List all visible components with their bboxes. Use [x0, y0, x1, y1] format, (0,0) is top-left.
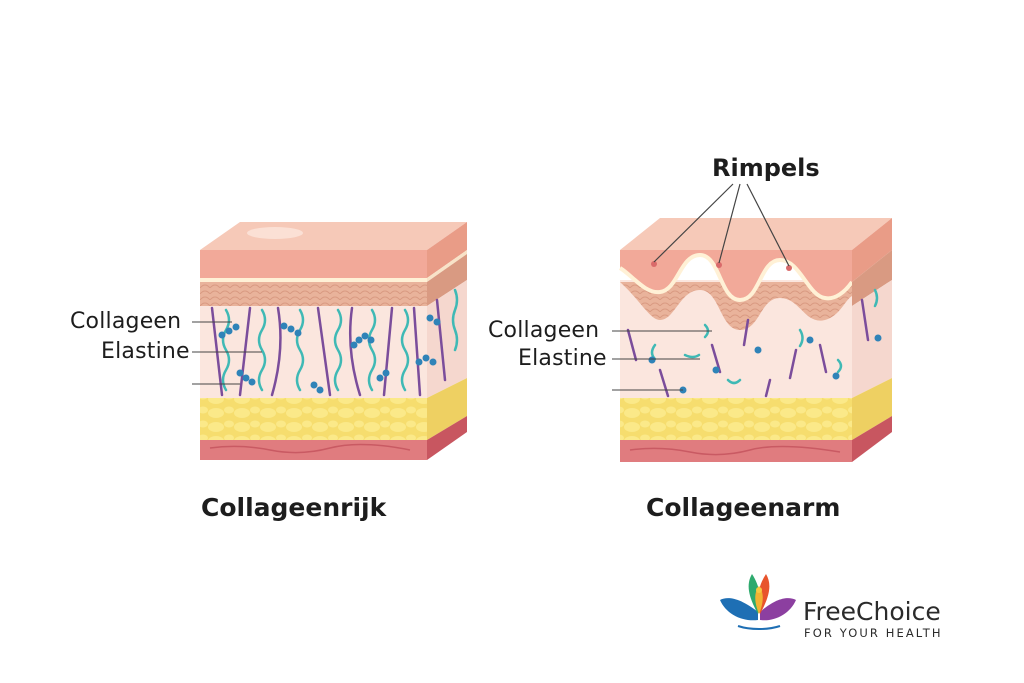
- skin-block-poor: [612, 183, 892, 462]
- epidermis-layer: [620, 250, 852, 300]
- caption-collagen-poor: Collageenarm: [646, 493, 841, 522]
- skin-block-rich: [192, 222, 467, 460]
- collagen-label-rich: Collageen: [70, 309, 182, 334]
- basal-layer: [620, 282, 852, 330]
- lotus-logo-icon: [720, 574, 796, 630]
- brand-tagline: FOR YOUR HEALTH: [804, 626, 943, 640]
- wrinkles-label: Rimpels: [712, 154, 820, 182]
- skin-top-face: [200, 222, 467, 250]
- caption-collagen-rich: Collageenrijk: [201, 493, 387, 522]
- brand-name: FreeChoice: [803, 597, 941, 626]
- epidermis-layer: [200, 250, 427, 278]
- elastin-label-rich: Elastine: [101, 339, 190, 364]
- skin-top-face: [620, 218, 892, 250]
- fat-layer: [200, 398, 427, 440]
- muscle-layer: [620, 440, 852, 462]
- collagen-label-poor: Collageen: [488, 318, 600, 343]
- basal-layer: [200, 282, 427, 306]
- muscle-layer: [200, 440, 427, 460]
- fat-layer: [620, 398, 852, 440]
- elastin-label-poor: Elastine: [518, 346, 607, 371]
